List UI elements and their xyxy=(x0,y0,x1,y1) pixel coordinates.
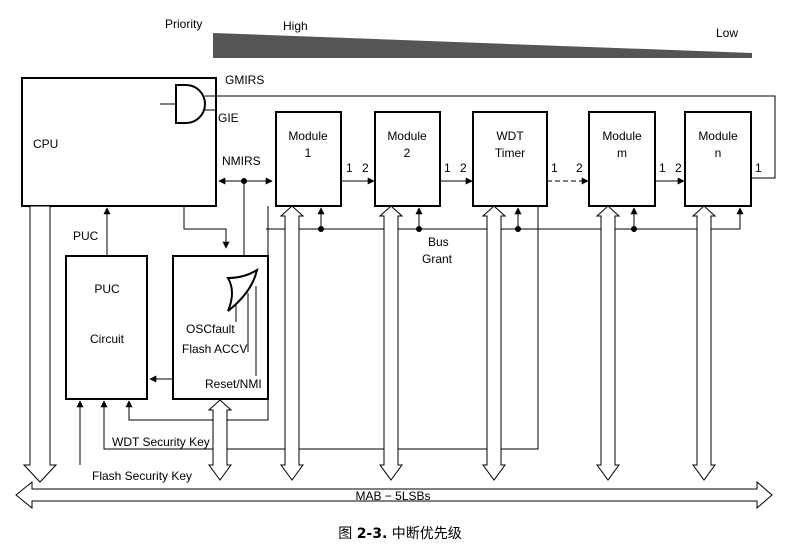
figure-caption: 图 2-3. 中断优先级 xyxy=(0,523,800,543)
module-n-bus-arrow xyxy=(691,205,717,481)
module-n-out-port: 1 xyxy=(755,161,762,175)
wdt-security-key-label: WDT Security Key xyxy=(112,435,210,449)
flash-security-key-label: Flash Security Key xyxy=(92,469,192,483)
nmirs-label: NMIRS xyxy=(222,154,261,168)
priority-low-label: Low xyxy=(716,26,738,40)
module-2-in-port: 2 xyxy=(362,161,369,175)
wdt-timer-out-port: 1 xyxy=(551,161,558,175)
wdt-bus-arrow xyxy=(481,205,507,481)
module-2-out-port: 1 xyxy=(444,161,451,175)
bus-grant-dot-1 xyxy=(318,226,324,232)
nmi-logic-block xyxy=(172,255,269,400)
wdt-security-key-line xyxy=(100,206,539,450)
cpu-block xyxy=(21,77,217,207)
bus-grant-dot-2 xyxy=(416,226,422,232)
flash-accv-label: Flash ACCV xyxy=(182,342,247,356)
caption-prefix: 图 xyxy=(338,526,357,542)
module-m-out-port: 1 xyxy=(659,161,666,175)
mab-bus-arrow xyxy=(15,480,773,510)
cpu-label: CPU xyxy=(33,137,58,151)
module-1-out-port: 1 xyxy=(346,161,353,175)
priority-wedge xyxy=(213,33,752,58)
module-2-title: Module xyxy=(387,129,427,143)
puc-circuit-subtitle: Circuit xyxy=(90,332,125,346)
gie-and-gate xyxy=(175,84,206,124)
osc-fault-label: OSCfault xyxy=(186,322,235,336)
module-n-title: Module xyxy=(698,129,738,143)
interrupt-priority-diagram: Priority High Low GMIRS CPU GIE NMIRS Mo… xyxy=(15,17,776,510)
module-n-in-port: 2 xyxy=(675,161,682,175)
caption-number: 2-3. xyxy=(356,526,388,542)
module-n-subtitle: n xyxy=(715,146,722,160)
module-1-title: Module xyxy=(288,129,328,143)
module-n-block xyxy=(684,111,752,207)
puc-circuit-title: PUC xyxy=(94,282,120,296)
nmi-or-gate xyxy=(226,267,259,312)
cpu-bus-arrow xyxy=(22,205,58,483)
module-1-bus-arrow xyxy=(279,205,305,481)
module-to-puc-line xyxy=(125,206,269,421)
priority-label: Priority xyxy=(165,17,202,31)
bus-grant-dot-3 xyxy=(515,226,521,232)
module-2-block xyxy=(374,111,441,207)
gie-label: GIE xyxy=(218,111,239,125)
module-1-subtitle: 1 xyxy=(305,146,312,160)
puc-circuit-block xyxy=(65,255,148,400)
gmirs-label: GMIRS xyxy=(225,73,264,87)
module-m-bus-arrow xyxy=(595,205,621,481)
bus-grant-dot-4 xyxy=(631,226,637,232)
module-m-subtitle: m xyxy=(617,146,627,160)
module-m-in-port: 2 xyxy=(576,161,583,175)
wdt-timer-subtitle: Timer xyxy=(495,146,525,160)
mab-label: MAB − 5LSBs xyxy=(355,489,430,503)
nmi-bus-arrow xyxy=(207,399,233,481)
caption-title: 中断优先级 xyxy=(387,526,462,542)
bus-grant-label-line1: Bus xyxy=(428,235,449,249)
bus-grant-label-line2: Grant xyxy=(422,252,453,266)
module-2-subtitle: 2 xyxy=(404,146,411,160)
module-2-bus-arrow xyxy=(378,205,404,481)
wdt-timer-title: WDT xyxy=(496,129,524,143)
wdt-timer-in-port: 2 xyxy=(460,161,467,175)
reset-nmi-label: Reset/NMI xyxy=(205,377,262,391)
wdt-timer-block xyxy=(472,111,548,207)
cpu-to-nmi-block-line xyxy=(183,206,230,249)
module-1-block xyxy=(275,111,342,207)
gmirs-line xyxy=(202,92,776,179)
priority-high-label: High xyxy=(283,19,308,33)
module-m-title: Module xyxy=(602,129,642,143)
puc-signal-label: PUC xyxy=(73,229,99,243)
module-m-block xyxy=(588,111,656,207)
